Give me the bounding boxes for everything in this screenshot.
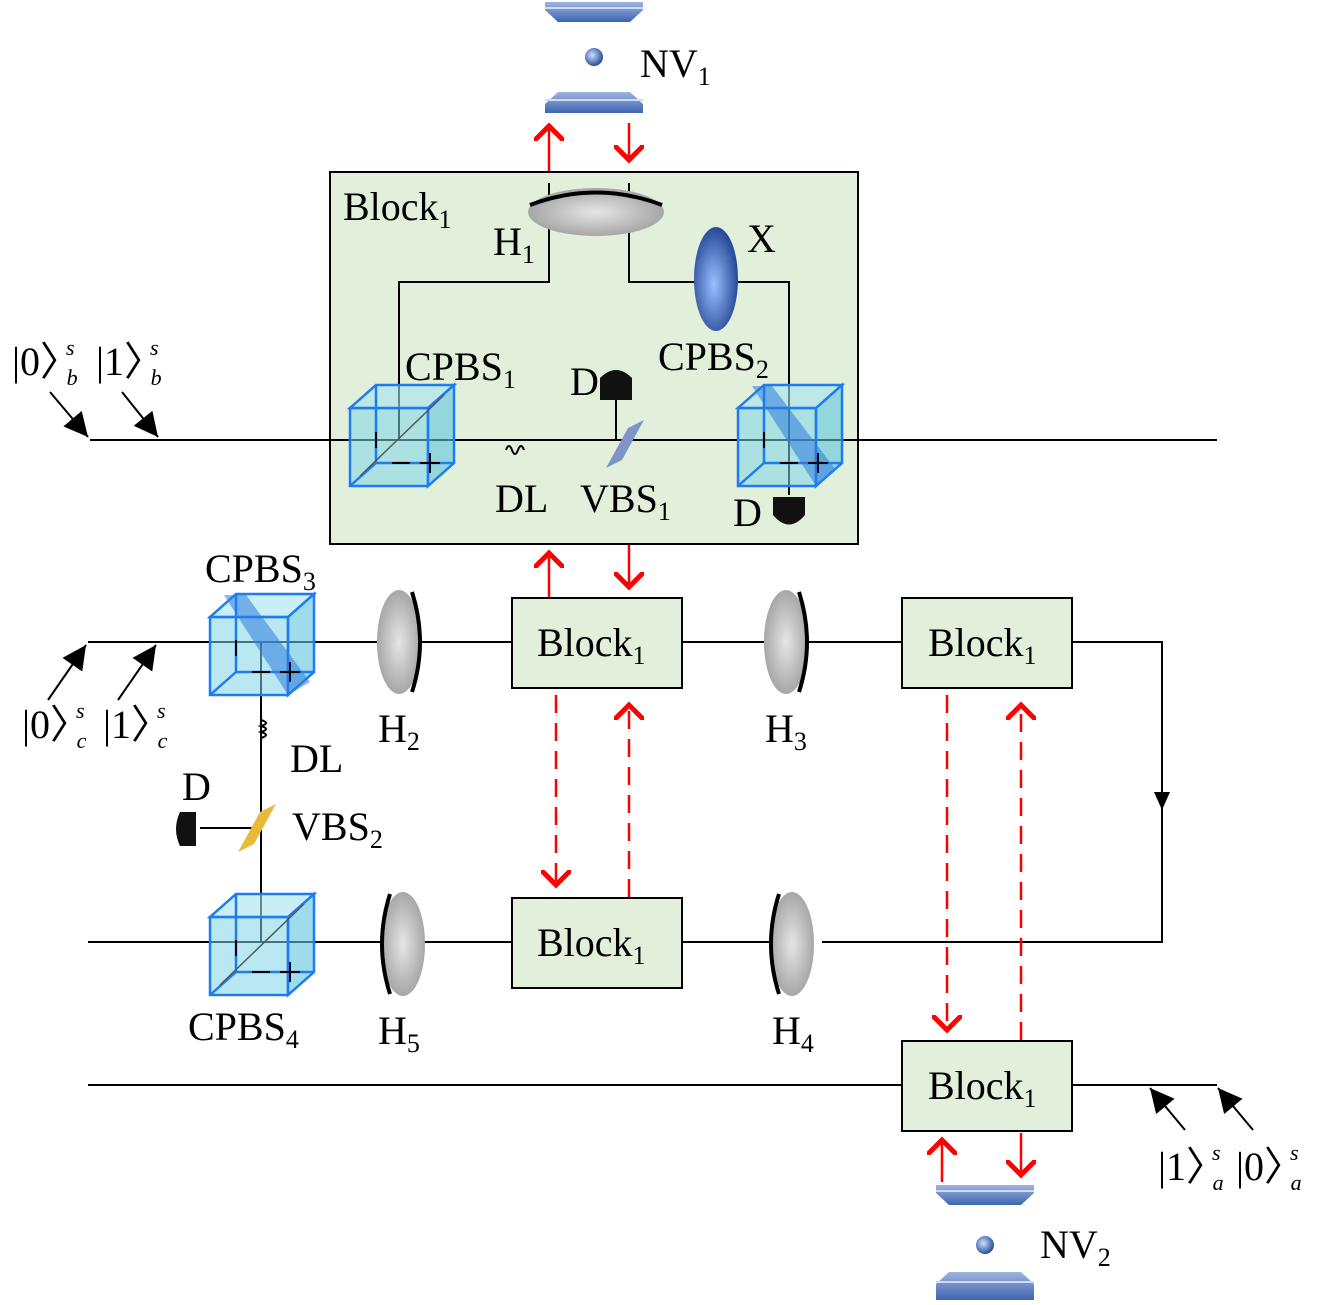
nv2-center-dot: [976, 1236, 994, 1254]
h5-label: H5: [378, 1008, 420, 1058]
block-bottom-right-label: Block1: [928, 1063, 1037, 1113]
h2-label: H2: [378, 706, 420, 756]
input-arrow-a1: [1149, 1087, 1186, 1131]
x-gate-lens: [694, 227, 738, 331]
nv1-cavity: [545, 2, 643, 113]
dl-block-label: DL: [495, 476, 548, 521]
dl-block-coil: [505, 445, 525, 455]
input-arrow-c1: [117, 644, 157, 701]
block-main-label: Block1: [343, 184, 452, 234]
h3-label: H3: [765, 706, 807, 756]
input-arrow-b1: [121, 391, 159, 438]
h4-half-wave-plate: [769, 892, 814, 996]
nv2-label: NV2: [1040, 1222, 1111, 1272]
cpbs3-cube: [206, 591, 318, 698]
block-top-right-label: Block1: [928, 620, 1037, 670]
cpbs2-label: CPBS2: [658, 334, 769, 384]
h1-label: H1: [493, 219, 535, 269]
vbs1-splitter: [606, 420, 644, 468]
h5-half-wave-plate: [380, 892, 425, 996]
vbs2-splitter: [238, 804, 276, 852]
cpbs2-cube: [734, 382, 846, 489]
detector-vbs2-label: D: [182, 764, 211, 809]
block-bottom-right: [901, 1040, 1073, 1132]
block-top-mid-label: Block1: [537, 620, 646, 670]
nv1-label: NV1: [640, 41, 711, 91]
dl-left-coil: [257, 719, 267, 739]
input-arrow-b0: [49, 391, 89, 438]
input-arrow-a0: [1217, 1087, 1254, 1131]
block-bottom-mid-label: Block1: [537, 920, 646, 970]
detector-cpbs2-label: D: [733, 490, 762, 535]
nv2-cavity: [936, 1185, 1034, 1300]
detector-vbs1-icon: [600, 370, 632, 400]
input-arrow-c0: [47, 644, 87, 701]
cpbs4-label: CPBS4: [188, 1004, 299, 1054]
nv1-center-dot: [585, 48, 603, 66]
h1-half-wave-plate: [528, 188, 664, 236]
cpbs4-cube: [206, 891, 318, 998]
cpbs1-label: CPBS1: [405, 344, 516, 394]
h2-half-wave-plate: [377, 590, 422, 694]
block-top-mid: [511, 597, 683, 689]
cpbs3-label: CPBS3: [205, 546, 316, 596]
h4-label: H4: [772, 1008, 814, 1058]
detector-vbs2-icon: [176, 812, 196, 846]
detector-cpbs2-icon: [773, 497, 805, 525]
detector-vbs1-label: D: [570, 359, 599, 404]
vbs1-label: VBS1: [580, 476, 671, 526]
cpbs1-cube: [346, 382, 458, 489]
vbs2-label: VBS2: [292, 804, 383, 854]
x-gate-label: X: [747, 216, 776, 261]
block-top-right: [901, 597, 1073, 689]
dl-left-label: DL: [290, 736, 343, 781]
flow-arrow-down: [1154, 792, 1170, 810]
h3-half-wave-plate: [764, 590, 809, 694]
block-bottom-mid: [511, 897, 683, 989]
